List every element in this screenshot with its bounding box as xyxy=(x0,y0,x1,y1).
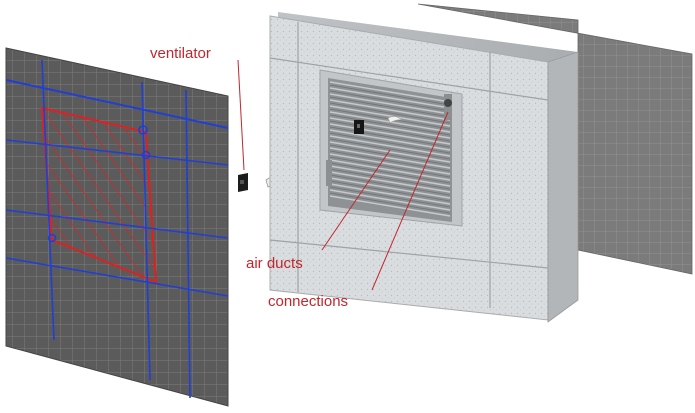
blue-line-lower xyxy=(5,209,229,239)
duct-collector xyxy=(326,160,332,186)
ventilator-unit-icon xyxy=(238,173,248,192)
air-ducts-leader-line xyxy=(321,149,391,251)
blue-line-vert-mid xyxy=(141,81,151,381)
ventilator-leader-line xyxy=(237,59,245,171)
ventilator-label: ventilator xyxy=(150,45,211,62)
junction-marker xyxy=(47,233,57,243)
junction-marker xyxy=(138,125,148,135)
concrete-wall-block xyxy=(269,12,579,323)
back-panel xyxy=(417,3,693,275)
connections-label: connections xyxy=(268,293,348,310)
junction-marker xyxy=(141,150,151,160)
heating-grid-panel xyxy=(5,47,229,407)
blue-line-bottom xyxy=(5,257,229,297)
blue-line-vert-right xyxy=(185,89,191,399)
pipe-connector-icon xyxy=(387,116,403,124)
blue-line-vert-left xyxy=(41,59,55,341)
connections-leader-line xyxy=(371,111,449,291)
blue-line-mid xyxy=(5,139,229,166)
air-ducts-label: air ducts xyxy=(246,255,303,272)
heating-zone-outline xyxy=(40,106,158,284)
